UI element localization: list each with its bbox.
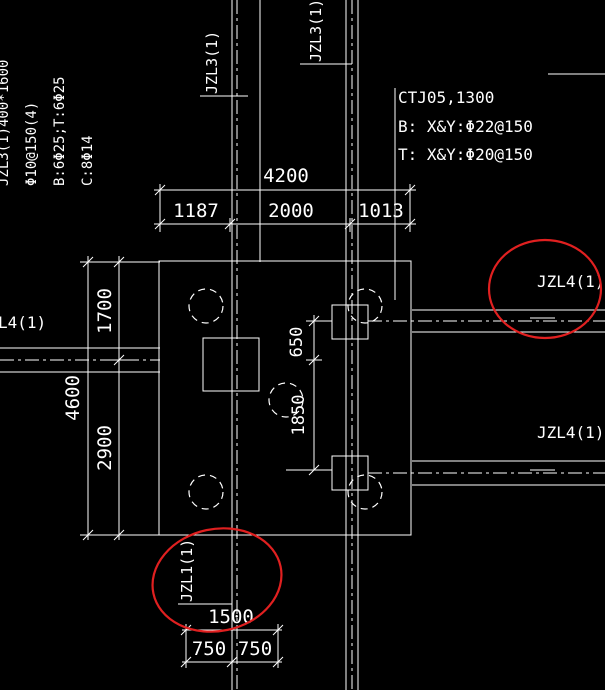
dim-left-part-1: 1700 [94,288,116,334]
pile-top-left [188,288,224,324]
label-jzl4-right-bottom: JZL4(1) [537,423,604,442]
pile-top-right [347,288,383,324]
dim-bottom-part-1: 750 [192,638,226,660]
left-beam-lines [0,347,160,373]
pile-bottom-right [347,474,383,510]
note-line-4: C:8Φ14 [80,135,96,186]
cap-spec-line-3: T: X&Y:Φ20@150 [398,145,533,164]
right-beam-lines-lower [368,460,605,486]
cap-spec-line-1: CTJ05,1300 [398,88,494,107]
left-beam-notes: JZL3(1)400*1600 Φ10@150(4) B:6Φ25;T:6Φ25… [0,60,96,186]
note-line-1: JZL3(1)400*1600 [0,60,12,186]
dim-bottom-part-2: 750 [238,638,272,660]
vertical-beam-lines [231,0,359,690]
dim-left-total: 4600 [62,375,84,421]
markup-circle-jzl1 [151,527,283,633]
cap-spec-line-2: B: X&Y:Φ22@150 [398,117,533,136]
cap-spec: CTJ05,1300 B: X&Y:Φ22@150 T: X&Y:Φ20@150 [398,88,533,164]
dim-left-part-2: 2900 [94,425,116,471]
markup-circle-jzl4 [487,238,603,340]
dim-bottom-total: 1500 [208,606,254,628]
dim-top-total: 4200 [263,165,309,187]
note-line-3: B:6Φ25;T:6Φ25 [52,76,68,186]
column-right-top [331,304,369,340]
left-dimension-chain [80,256,160,541]
top-dimension-chain [154,184,416,232]
piles [188,288,383,510]
label-jzl3-top: JZL3(1) [307,0,325,62]
dim-top-part-2: 2000 [268,200,314,222]
pile-center [268,382,304,418]
pile-cap-outline [158,260,412,536]
inner-dimension-chain [286,315,332,476]
dim-top-part-3: 1013 [358,200,404,222]
column-right-bottom [331,455,369,491]
note-line-2: Φ10@150(4) [24,102,40,186]
pile-bottom-left [188,474,224,510]
label-jzl4-right-top: JZL4(1) [537,272,604,291]
label-jzl1-bottom: JZL1(1) [178,539,196,602]
column-left [202,337,260,392]
dim-col-spacing: 1850 [289,395,309,436]
dim-col-offset: 650 [287,327,307,358]
label-jzl3-left: JZL3(1) [203,31,221,94]
right-beam-lines-upper [368,309,605,333]
label-jzl4-left: L4(1) [0,313,46,332]
label-leaders [178,63,555,605]
dim-top-part-1: 1187 [173,200,219,222]
